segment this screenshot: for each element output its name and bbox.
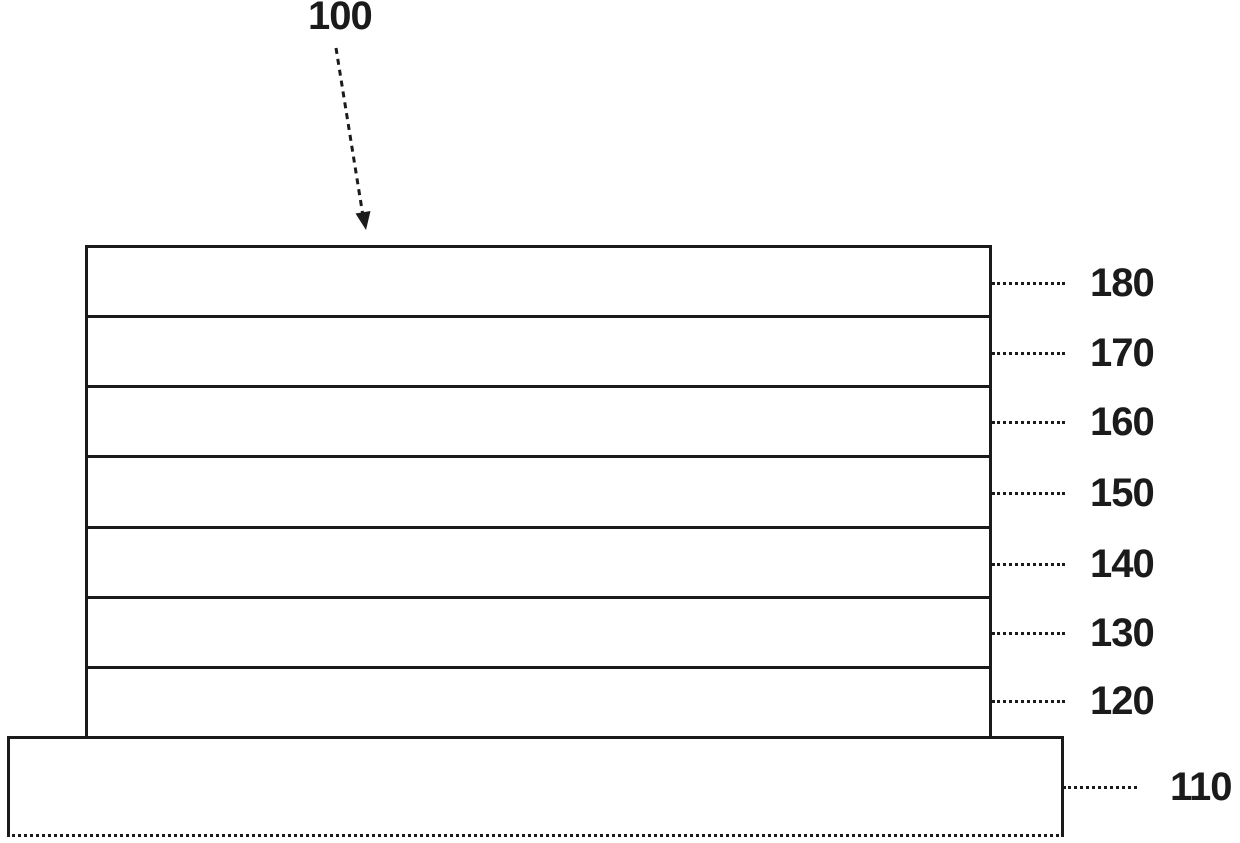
callout-120: 120 — [992, 679, 1155, 723]
leader-line-140 — [992, 562, 1065, 566]
leader-line-180 — [992, 281, 1065, 285]
layer-130 — [88, 599, 989, 669]
layer-label-120: 120 — [1090, 679, 1155, 723]
leader-line-130 — [992, 631, 1065, 635]
layer-label-180: 180 — [1090, 261, 1155, 305]
callout-140: 140 — [992, 542, 1155, 586]
layer-150 — [88, 458, 989, 529]
substrate-layer — [7, 736, 1064, 837]
callout-110: 110 — [1063, 765, 1233, 809]
layer-140 — [88, 529, 989, 599]
layer-label-160: 160 — [1090, 400, 1155, 444]
layer-120 — [88, 669, 989, 736]
callout-130: 130 — [992, 611, 1155, 655]
callout-180: 180 — [992, 261, 1155, 305]
leader-line-120 — [992, 699, 1065, 703]
assembly-pointer-arrow-icon — [334, 47, 371, 230]
callout-160: 160 — [992, 400, 1155, 444]
leader-line-150 — [992, 491, 1065, 495]
leader-line-170 — [992, 351, 1065, 355]
layer-stack — [85, 245, 992, 739]
layer-label-150: 150 — [1090, 471, 1155, 515]
layer-label-140: 140 — [1090, 542, 1155, 586]
layer-label-130: 130 — [1090, 611, 1155, 655]
layer-160 — [88, 388, 989, 459]
leader-line-160 — [992, 420, 1065, 424]
leader-line-110 — [1063, 785, 1137, 789]
callout-150: 150 — [992, 471, 1155, 515]
layer-170 — [88, 318, 989, 389]
layer-180 — [88, 248, 989, 319]
callout-170: 170 — [992, 331, 1155, 375]
layer-label-170: 170 — [1090, 331, 1155, 375]
substrate-label-110: 110 — [1170, 765, 1233, 809]
assembly-reference-number: 100 — [308, 0, 373, 38]
